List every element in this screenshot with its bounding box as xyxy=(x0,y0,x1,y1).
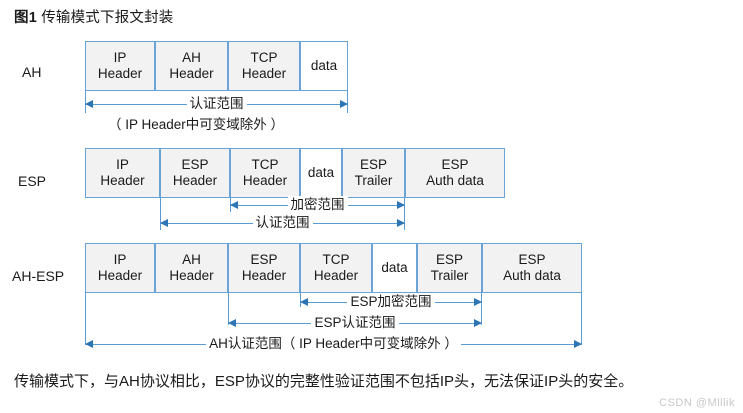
ah-field-tcp-header: TCP Header xyxy=(228,41,300,91)
esp-field-esp-header: ESP Header xyxy=(160,148,230,198)
esp-tick-auth-right xyxy=(404,198,405,230)
ahesp-range-esp-auth-label: ESP认证范围 xyxy=(311,314,399,332)
ah-field-data: data xyxy=(300,41,348,91)
figure-caption: 图1 传输模式下报文封装 xyxy=(14,6,174,27)
figure-caption-prefix: 图1 xyxy=(14,10,37,26)
row-label-ah: AH xyxy=(22,64,42,80)
ahesp-field-tcp-header: TCP Header xyxy=(300,243,372,293)
esp-tick-encrypt-left xyxy=(230,198,231,212)
esp-field-ip-header: IP Header xyxy=(85,148,160,198)
ah-tick-right xyxy=(347,91,348,113)
ahesp-field-ah-header: AH Header xyxy=(155,243,228,293)
ahesp-tick-esp-auth-right xyxy=(481,293,482,325)
ah-range-auth: 认证范围 xyxy=(85,95,348,113)
ahesp-range-esp-auth: ESP认证范围 xyxy=(228,314,482,332)
esp-tick-auth-left xyxy=(160,198,161,230)
body-paragraph: 传输模式下，与AH协议相比，ESP协议的完整性验证范围不包括IP头，无法保证IP… xyxy=(14,373,634,390)
esp-field-data: data xyxy=(300,148,342,198)
esp-range-encrypt-label: 加密范围 xyxy=(287,196,348,214)
csdn-watermark: CSDN @Mlllik xyxy=(659,397,735,409)
row-label-ah-esp: AH-ESP xyxy=(12,268,65,284)
ah-field-ah-header: AH Header xyxy=(155,41,228,91)
ahesp-range-ah-auth-label: AH认证范围（ IP Header中可变域除外 ） xyxy=(206,335,461,353)
ahesp-field-data: data xyxy=(372,243,417,293)
ahesp-field-ip-header: IP Header xyxy=(85,243,155,293)
row-label-esp: ESP xyxy=(18,173,47,189)
ahesp-field-esp-header: ESP Header xyxy=(228,243,300,293)
esp-range-encrypt: 加密范围 xyxy=(230,196,405,214)
ah-field-ip-header: IP Header xyxy=(85,41,155,91)
ahesp-field-esp-trailer: ESP Trailer xyxy=(417,243,482,293)
ah-range-auth-note: （ IP Header中可变域除外 ） xyxy=(108,117,285,132)
ahesp-tick-ah-auth-left xyxy=(85,293,86,345)
esp-range-auth: 认证范围 xyxy=(160,214,405,232)
esp-field-tcp-header: TCP Header xyxy=(230,148,300,198)
ahesp-field-esp-auth-data: ESP Auth data xyxy=(482,243,582,293)
esp-range-auth-label: 认证范围 xyxy=(252,214,313,232)
esp-field-esp-auth-data: ESP Auth data xyxy=(405,148,505,198)
ahesp-range-esp-encrypt-label: ESP加密范围 xyxy=(347,293,435,311)
ah-tick-left xyxy=(85,91,86,113)
ahesp-tick-esp-auth-left xyxy=(228,293,229,325)
ahesp-range-ah-auth: AH认证范围（ IP Header中可变域除外 ） xyxy=(85,335,582,353)
ah-range-auth-label: 认证范围 xyxy=(186,95,247,113)
ahesp-tick-esp-encrypt-left xyxy=(300,293,301,307)
ahesp-tick-ah-auth-right xyxy=(581,293,582,345)
figure-caption-text: 传输模式下报文封装 xyxy=(41,10,174,26)
ahesp-range-esp-encrypt: ESP加密范围 xyxy=(300,293,482,311)
esp-field-esp-trailer: ESP Trailer xyxy=(342,148,405,198)
